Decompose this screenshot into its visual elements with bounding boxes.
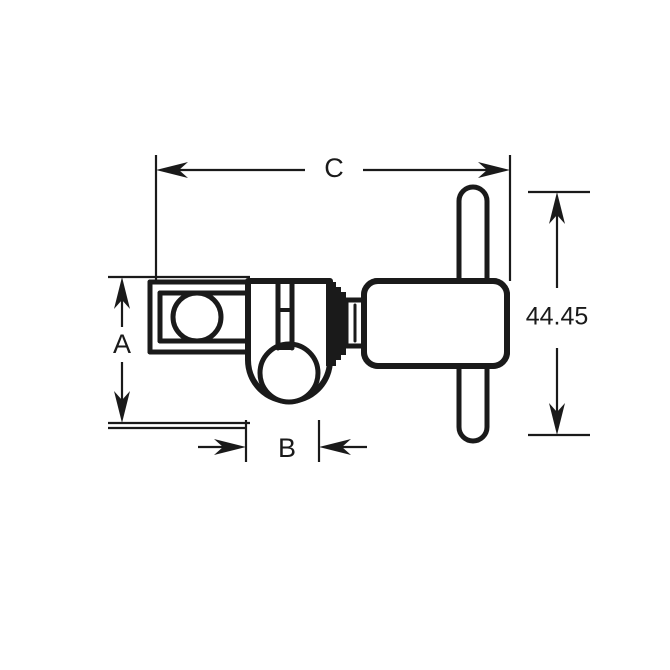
t-handle-upper-arm	[456, 184, 490, 297]
dimension-handle-arrow-top	[549, 192, 565, 224]
dimension-a-arrow-top	[114, 277, 130, 309]
dimension-c-group: C	[154, 153, 512, 281]
dimension-handle-group: 44.45	[526, 190, 590, 437]
dimension-b-arrow-right	[319, 439, 351, 455]
knurled-nut	[326, 282, 367, 366]
handle-body-overlay	[361, 278, 510, 369]
dimension-b-group: B	[108, 420, 367, 463]
dimension-c-arrow-right	[478, 162, 510, 178]
knurled-nut-shoulder	[326, 282, 336, 366]
split-clamp-collar	[245, 278, 333, 405]
dimension-a-group: A	[108, 275, 250, 425]
t-handle-bar	[361, 184, 510, 444]
dimension-handle-label: 44.45	[526, 303, 589, 331]
dimension-handle-arrow-bottom	[549, 403, 565, 435]
dimension-b-arrow-left	[214, 439, 246, 455]
dimension-c-label: C	[324, 153, 344, 183]
clamp-bore-icon	[257, 341, 321, 405]
dimension-a-arrow-bottom	[114, 391, 130, 423]
u-bracket	[147, 279, 251, 355]
bracket-hole-icon	[170, 290, 224, 344]
dimension-b-label: B	[278, 433, 296, 463]
t-handle-lower-arm	[456, 352, 490, 444]
dimension-c-arrow-left	[156, 162, 188, 178]
dimension-a-label: A	[113, 329, 131, 359]
